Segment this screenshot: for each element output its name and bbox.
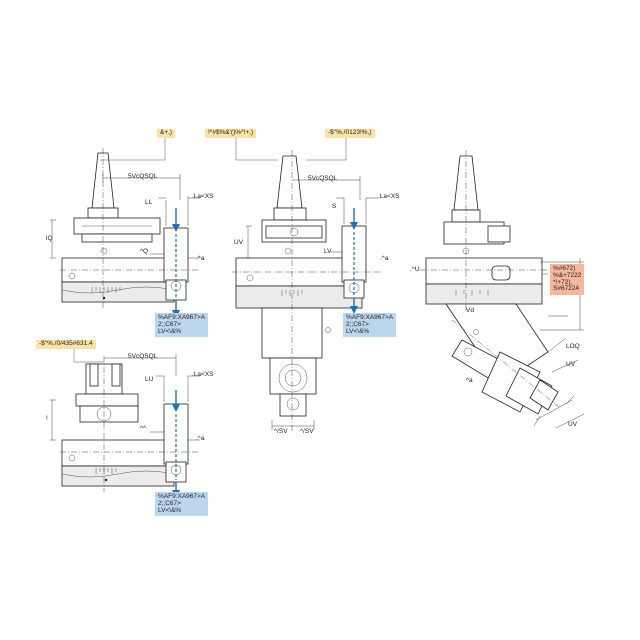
dim-tr-5: UV: [568, 421, 578, 428]
dim-tc-7: ^/SV: [300, 428, 314, 435]
dim-tl-4: ^Q: [140, 248, 149, 255]
dim-tl-2: .La<XS: [192, 193, 214, 200]
dim-tl-5: .^a: [196, 255, 205, 262]
tag-tc-yellow-1: !*#$%&'()%*!+,): [205, 129, 257, 138]
dim-tl-0: 5VcQSQL: [128, 173, 158, 180]
view-top-right: [420, 150, 585, 429]
dim-tc-4: LV: [324, 248, 332, 255]
dim-bl-5: .^a: [196, 435, 205, 442]
dim-bl-3: !: [46, 415, 48, 422]
tag-tc-yellow-2: -$"%./0123!%,): [325, 129, 375, 138]
dim-tr-2: LOQ: [566, 343, 580, 350]
dim-bl-4: ^^: [140, 425, 147, 432]
tag-tr-salmon: %#672) %&+7222 *!+72), S#67224: [550, 264, 585, 296]
view-bottom-left: [50, 348, 200, 498]
dim-tc-2: .La<XS: [378, 193, 400, 200]
dim-tc-6: ^/SV: [274, 428, 288, 435]
view-top-center: [100, 138, 380, 432]
dim-tr-0: .^U: [410, 266, 420, 273]
dim-tc-3: UV: [234, 239, 244, 246]
dim-tr-1: Vd: [466, 307, 474, 314]
dim-bl-2: .La<XS: [192, 371, 214, 378]
dim-tc-1: S: [332, 203, 337, 210]
view-top-left: [50, 148, 200, 318]
dim-tr-4: ^a: [466, 377, 473, 384]
dim-tl-1: LL: [145, 199, 153, 206]
dim-tc-5: .^a: [380, 255, 389, 262]
tag-tc-blue: %AF9:XA967>A 2;;C67> LV<\&%: [343, 313, 397, 338]
tag-tl-yellow: &+,): [157, 129, 176, 138]
dim-bl-1: LU: [145, 376, 154, 383]
tag-bl-blue: %AF9:XA967>A 2;;C67> LV<\&%: [155, 492, 209, 517]
tag-tl-blue: %AF9:XA967>A 2;;C67> LV<\&%: [155, 313, 209, 338]
dim-bl-0: 5VcQSQL: [128, 353, 158, 360]
dim-tr-3: UV: [566, 361, 576, 368]
dim-tl-3: lQ: [46, 235, 53, 242]
tag-bl-yellow: -$"%./0/435#631.4: [36, 340, 96, 349]
dim-tc-0: 5VcQSQL: [308, 175, 338, 182]
